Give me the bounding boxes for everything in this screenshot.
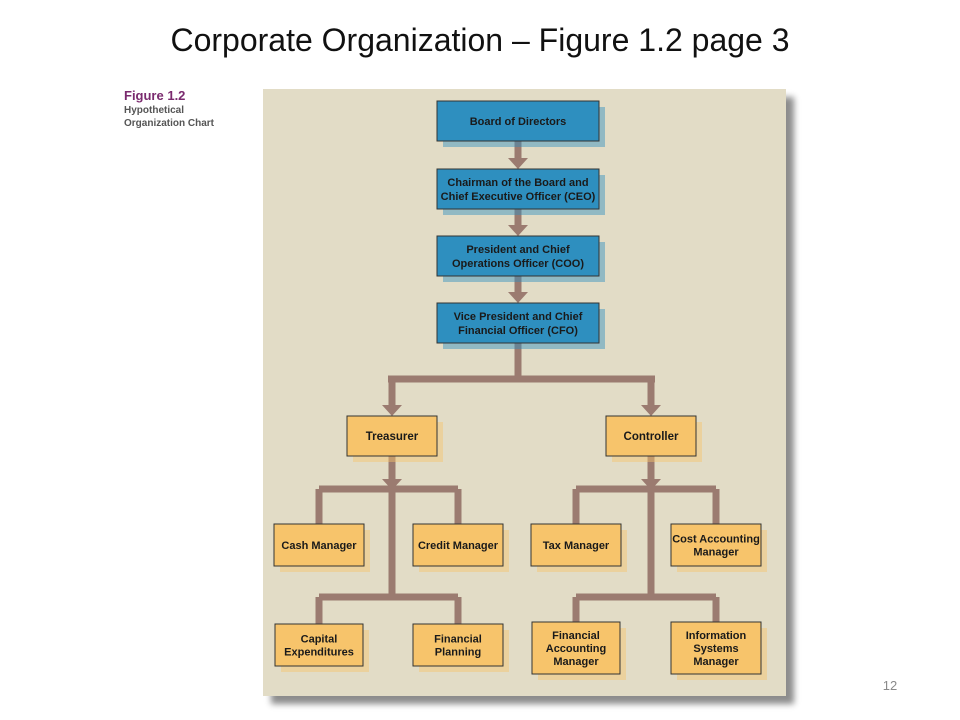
connector-arrow: [382, 405, 402, 416]
figure-caption: Figure 1.2 Hypothetical Organization Cha…: [124, 88, 254, 130]
connector-arrow: [641, 405, 661, 416]
financial-planning-box: [412, 623, 504, 667]
financial-planning-label: Financial: [434, 633, 482, 645]
ceo-box: [436, 168, 600, 210]
tax-manager-label: Tax Manager: [543, 540, 610, 552]
financial-accounting-manager-label: Manager: [553, 656, 599, 668]
cost-accounting-manager-label: Cost Accounting: [672, 533, 760, 545]
treasurer-box: [346, 415, 438, 457]
tax-manager-box: [530, 523, 622, 567]
credit-manager-label: Credit Manager: [418, 540, 499, 552]
org-chart-diagram: Cash Manager Credit ManagerCapitalExpendi…: [273, 100, 767, 680]
cost-accounting-manager-box: [670, 523, 762, 567]
controller-label: Controller: [624, 431, 679, 443]
cfo-box: [436, 302, 600, 344]
information-systems-manager-label: Manager: [693, 656, 739, 668]
financial-accounting-manager-box: [531, 621, 621, 675]
coo-box: [436, 235, 600, 277]
financial-accounting-manager-label: Accounting: [546, 643, 607, 655]
connector-arrow: [508, 225, 528, 236]
ceo-label: Chief Executive Officer (CEO): [441, 191, 596, 203]
cash-manager-box: [273, 523, 365, 567]
capital-expenditures-label: Expenditures: [284, 646, 354, 658]
figure-description-line1: Hypothetical: [124, 105, 185, 116]
treasurer-label: Treasurer: [366, 431, 419, 443]
information-systems-manager-label: Information: [686, 630, 747, 642]
information-systems-manager-label: Systems: [693, 643, 738, 655]
ceo-label: Chairman of the Board and: [447, 177, 588, 189]
connector-arrow: [382, 479, 402, 490]
cfo-label: Vice President and Chief: [454, 311, 583, 323]
cost-accounting-manager-label: Manager: [693, 546, 739, 558]
figure-description-line2: Organization Chart: [124, 118, 215, 129]
figure-label: Figure 1.2: [124, 88, 186, 103]
capital-expenditures-box: [274, 623, 364, 667]
connector-arrow: [641, 479, 661, 490]
slide-title: Corporate Organization – Figure 1.2 page…: [170, 22, 790, 58]
financial-planning-label: Planning: [435, 646, 481, 658]
capital-expenditures-label: Capital: [301, 633, 338, 645]
board-label: Board of Directors: [470, 116, 567, 128]
page-number: 12: [882, 678, 898, 693]
credit-manager-box: [412, 523, 504, 567]
cfo-label: Financial Officer (CFO): [458, 325, 578, 337]
information-systems-manager-box: [670, 621, 762, 675]
coo-label: President and Chief: [466, 244, 570, 256]
coo-label: Operations Officer (COO): [452, 258, 584, 270]
board-box: [436, 100, 600, 142]
connector-arrow: [508, 158, 528, 169]
controller-box: [605, 415, 697, 457]
financial-accounting-manager-label: Financial: [552, 630, 600, 642]
cash-manager-label: Cash Manager: [281, 540, 357, 552]
connector-arrow: [508, 292, 528, 303]
